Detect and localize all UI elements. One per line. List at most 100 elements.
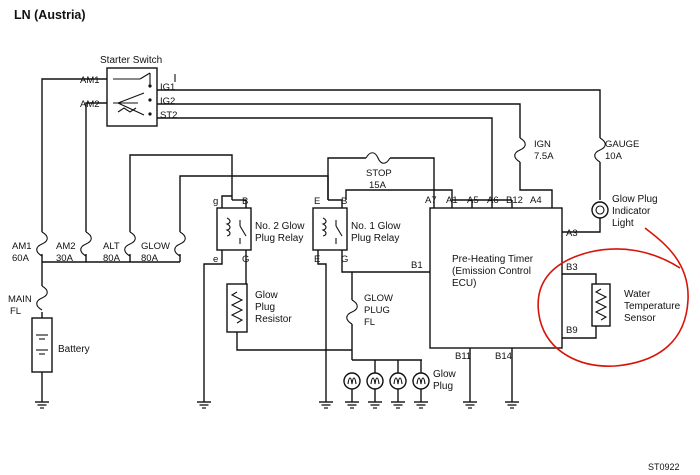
ecu-pin-b14: B14: [495, 351, 512, 362]
wire-relay2-g: [221, 195, 232, 208]
battery-label: Battery: [58, 344, 90, 355]
fuse-ign-rating: 7.5A: [534, 151, 554, 162]
fuse-alt-name: ALT: [103, 241, 120, 252]
wire-resistor-out: [236, 332, 352, 351]
fuse-stop-name: STOP: [366, 168, 392, 179]
fuse-glow-plug-name2: PLUG: [364, 305, 390, 316]
ground-relay1: [318, 401, 334, 409]
terminal-ig1: IG1: [160, 82, 175, 93]
fuse-main-name: MAIN: [8, 294, 32, 305]
ground-ecu-b11: [462, 401, 478, 409]
relay2-label-2: Plug Relay: [255, 233, 303, 244]
wire-relay2-e: [203, 250, 223, 402]
ecu-label-1: Pre-Heating Timer: [452, 254, 534, 265]
relay1-pin-e2: E: [314, 254, 320, 265]
relay2-pin-b: B: [242, 196, 248, 207]
resistor-label-1: Glow: [255, 290, 279, 301]
diagram-code: ST0922: [648, 462, 680, 472]
wire-stop-out: [390, 157, 435, 200]
fuse-alt-rating: 80A: [103, 253, 121, 264]
fuse-glow-rating: 80A: [141, 253, 159, 264]
wire-glow: [179, 175, 329, 262]
ground-plug-3: [390, 401, 406, 409]
diagram-title: LN (Austria): [14, 8, 86, 22]
wire-ig2: [157, 103, 521, 138]
ecu-pin-b1: B1: [411, 260, 423, 271]
glow-plug-relay-2: [216, 207, 252, 251]
fuse-glow: [174, 231, 186, 257]
wire-relay1-g: [341, 250, 430, 273]
glow-plug-bank: [343, 359, 430, 402]
fuse-am2-rating: 30A: [56, 253, 74, 264]
battery-symbol: [31, 317, 53, 373]
ecu-label-3: ECU): [452, 278, 476, 289]
terminal-am1: AM1: [80, 75, 100, 86]
wire-stop: [327, 157, 366, 200]
fuse-am2: [80, 231, 92, 257]
ecu-pin-b9: B9: [566, 325, 578, 336]
ecu-pin-b3: B3: [566, 262, 578, 273]
fuse-glow-name: GLOW: [141, 241, 170, 252]
sensor-label-1: Water: [624, 289, 651, 300]
relay2-label-1: No. 2 Glow: [255, 221, 305, 232]
indicator-label-2: Indicator: [612, 206, 651, 217]
ground-ecu-b14: [504, 401, 520, 409]
resistor-label-3: Resistor: [255, 314, 292, 325]
fuse-am2-name: AM2: [56, 241, 76, 252]
ground-plug-2: [367, 401, 383, 409]
fuse-am1-rating: 60A: [12, 253, 30, 264]
fuse-ign: [514, 137, 526, 163]
ecu-pin-a3: A3: [566, 228, 578, 239]
fuse-main-rating: FL: [10, 306, 21, 317]
fuse-glow-plug-rating: FL: [364, 317, 375, 328]
relay1-pin-e: E: [314, 196, 320, 207]
indicator-label-1: Glow Plug: [612, 194, 658, 205]
relay1-pin-b: B: [341, 196, 347, 207]
resistor-label-2: Plug: [255, 302, 275, 313]
terminal-st2: ST2: [160, 110, 177, 121]
fuse-stop-rating: 15A: [369, 180, 387, 191]
ecu-pin-b12: B12: [506, 195, 523, 206]
starter-switch-contacts: [113, 72, 176, 116]
fuse-ign-name: IGN: [534, 139, 551, 150]
wire-relay1-to-a1: [345, 189, 453, 200]
starter-switch-box: [106, 67, 158, 127]
ground-battery: [34, 401, 50, 409]
wire-am2: [42, 102, 180, 263]
highlight-circle: [537, 227, 689, 367]
fuse-gauge-name: GAUGE: [605, 139, 639, 150]
relay1-label-1: No. 1 Glow: [351, 221, 401, 232]
sensor-label-3: Sensor: [624, 313, 656, 324]
terminal-ig2: IG2: [160, 96, 175, 107]
fuse-glow-plug-name: GLOW: [364, 293, 393, 304]
wire-am1: [41, 78, 107, 402]
relay2-pin-g: g: [213, 196, 218, 207]
ecu-label-2: (Emission Control: [452, 266, 531, 277]
fuse-main: [36, 285, 48, 311]
ground-plug-4: [413, 401, 429, 409]
fuse-gauge: [594, 137, 606, 163]
wire-alt: [129, 154, 233, 262]
ground-relay2: [196, 401, 212, 409]
sensor-label-2: Temperature: [624, 301, 681, 312]
relay1-label-2: Plug Relay: [351, 233, 399, 244]
indicator-label-3: Light: [612, 218, 634, 229]
fuse-gauge-rating: 10A: [605, 151, 623, 162]
glow-plug-label-2: Plug: [433, 381, 453, 392]
wire-st2: [157, 117, 493, 200]
ecu-pin-a7: A7: [425, 195, 437, 206]
pre-heating-timer-ecu: [429, 207, 563, 349]
fuse-am1: [36, 231, 48, 257]
fuse-stop: [365, 152, 391, 164]
fuse-alt: [124, 231, 136, 257]
glow-plug-indicator-light: [591, 201, 609, 219]
ground-plug-1: [344, 401, 360, 409]
ecu-pin-a4: A4: [530, 195, 542, 206]
relay1-pin-g: G: [341, 254, 348, 265]
fuse-glow-plug-fl: [346, 299, 358, 325]
terminal-am2: AM2: [80, 99, 100, 110]
glow-plug-label-1: Glow: [433, 369, 457, 380]
wire-ig1: [157, 89, 601, 138]
wire-ign-out: [519, 162, 553, 200]
